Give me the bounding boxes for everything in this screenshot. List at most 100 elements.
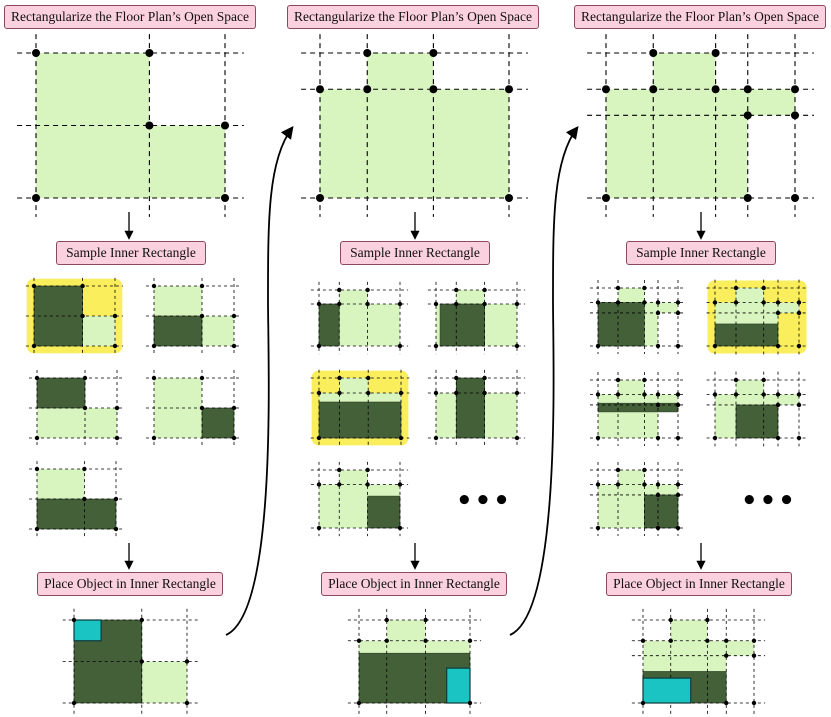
open-space-region bbox=[339, 378, 369, 393]
corner-vertex bbox=[397, 343, 403, 349]
corner-vertex bbox=[615, 285, 621, 291]
place-label-1: Place Object in Inner Rectangle bbox=[37, 572, 223, 596]
corner-vertex bbox=[71, 700, 77, 706]
corner-vertex bbox=[775, 300, 781, 305]
corner-vertex bbox=[221, 121, 229, 130]
corner-vertex bbox=[482, 287, 487, 293]
placed-object bbox=[446, 667, 471, 704]
corner-vertex bbox=[675, 392, 681, 397]
sampled-inner-rectangle bbox=[455, 377, 485, 439]
candidate-3-3 bbox=[590, 372, 686, 446]
corner-vertex bbox=[433, 435, 439, 441]
corner-vertex bbox=[384, 617, 389, 623]
corner-vertex bbox=[642, 392, 647, 397]
corner-vertex bbox=[642, 482, 647, 487]
corner-vertex bbox=[655, 300, 661, 305]
open-space-region bbox=[386, 620, 426, 641]
corner-vertex bbox=[231, 405, 237, 411]
corner-vertex bbox=[655, 525, 661, 531]
corner-vertex bbox=[365, 482, 370, 487]
corner-vertex bbox=[775, 435, 781, 441]
corner-vertex bbox=[467, 700, 473, 706]
open-space-region bbox=[456, 290, 485, 304]
corner-vertex bbox=[199, 283, 205, 289]
corner-vertex bbox=[751, 653, 757, 658]
placement-1 bbox=[62, 608, 199, 715]
open-space-region bbox=[82, 316, 115, 346]
corner-vertex bbox=[365, 287, 370, 293]
corner-vertex bbox=[796, 300, 802, 305]
corner-vertex bbox=[761, 300, 766, 305]
open-space-region bbox=[320, 89, 509, 198]
corner-vertex bbox=[751, 700, 757, 706]
candidate-2-5 bbox=[310, 461, 409, 537]
candidate-3-1 bbox=[590, 280, 686, 354]
corner-vertex bbox=[316, 301, 322, 307]
corner-vertex bbox=[675, 482, 681, 487]
corner-vertex bbox=[655, 392, 661, 397]
corner-vertex bbox=[595, 392, 601, 397]
corner-vertex bbox=[655, 343, 661, 349]
corner-vertex bbox=[724, 638, 729, 643]
corner-vertex bbox=[151, 435, 157, 441]
candidate-2-4 bbox=[427, 369, 526, 447]
candidate-2-1 bbox=[310, 281, 409, 355]
sample-label-1: Sample Inner Rectangle bbox=[56, 241, 206, 265]
corner-vertex bbox=[775, 392, 781, 397]
candidate-1-1 bbox=[25, 277, 124, 355]
open-space-region bbox=[606, 89, 748, 198]
corner-vertex bbox=[743, 85, 752, 94]
place-label-3: Place Object in Inner Rectangle bbox=[606, 572, 792, 596]
corner-vertex bbox=[423, 638, 428, 643]
sample-label-3: Sample Inner Rectangle bbox=[626, 241, 776, 265]
open-space-region bbox=[339, 290, 368, 304]
corner-vertex bbox=[595, 435, 601, 441]
open-space-region bbox=[85, 408, 117, 438]
corner-vertex bbox=[429, 49, 438, 57]
corner-vertex bbox=[655, 435, 661, 441]
corner-vertex bbox=[184, 700, 190, 706]
corner-vertex bbox=[743, 111, 752, 120]
corner-vertex bbox=[151, 283, 157, 289]
corner-vertex bbox=[454, 301, 459, 307]
placed-object bbox=[73, 619, 102, 642]
corner-vertex bbox=[675, 343, 681, 349]
open-space-region bbox=[658, 302, 678, 313]
corner-vertex bbox=[221, 194, 229, 202]
corner-vertex bbox=[337, 482, 342, 487]
corner-vertex bbox=[615, 467, 621, 473]
sampled-inner-rectangle bbox=[644, 494, 679, 529]
corner-vertex bbox=[595, 300, 601, 305]
corner-vertex bbox=[642, 467, 647, 473]
corner-vertex bbox=[514, 301, 520, 307]
corner-vertex bbox=[791, 111, 799, 120]
corner-vertex bbox=[363, 49, 372, 57]
corner-vertex bbox=[796, 402, 802, 408]
more-candidates-indicator-3: ••• bbox=[741, 486, 797, 516]
corner-vertex bbox=[733, 392, 739, 397]
rectangularize-label-1: Rectangularize the Floor Plan’s Open Spa… bbox=[4, 5, 256, 29]
corner-vertex bbox=[231, 435, 237, 441]
corner-vertex bbox=[505, 85, 513, 94]
corner-vertex bbox=[595, 482, 601, 487]
corner-vertex bbox=[316, 525, 322, 531]
open-space-region bbox=[778, 394, 799, 405]
corner-vertex bbox=[602, 194, 610, 202]
corner-vertex bbox=[711, 49, 720, 57]
corner-vertex bbox=[113, 526, 119, 532]
corner-vertex bbox=[761, 377, 766, 383]
corner-vertex bbox=[34, 375, 40, 381]
open-space-region bbox=[618, 380, 645, 395]
corner-vertex bbox=[337, 375, 342, 381]
corner-vertex bbox=[433, 343, 439, 349]
corner-vertex bbox=[82, 375, 88, 381]
open-space-region bbox=[202, 316, 234, 346]
corner-vertex bbox=[615, 482, 621, 487]
corner-vertex bbox=[467, 638, 473, 643]
open-space-region bbox=[618, 288, 645, 303]
open-space-region bbox=[598, 394, 658, 438]
corner-vertex bbox=[454, 390, 459, 396]
floor-plan-2 bbox=[301, 34, 528, 217]
corner-vertex bbox=[712, 392, 718, 397]
corner-vertex bbox=[71, 617, 77, 623]
